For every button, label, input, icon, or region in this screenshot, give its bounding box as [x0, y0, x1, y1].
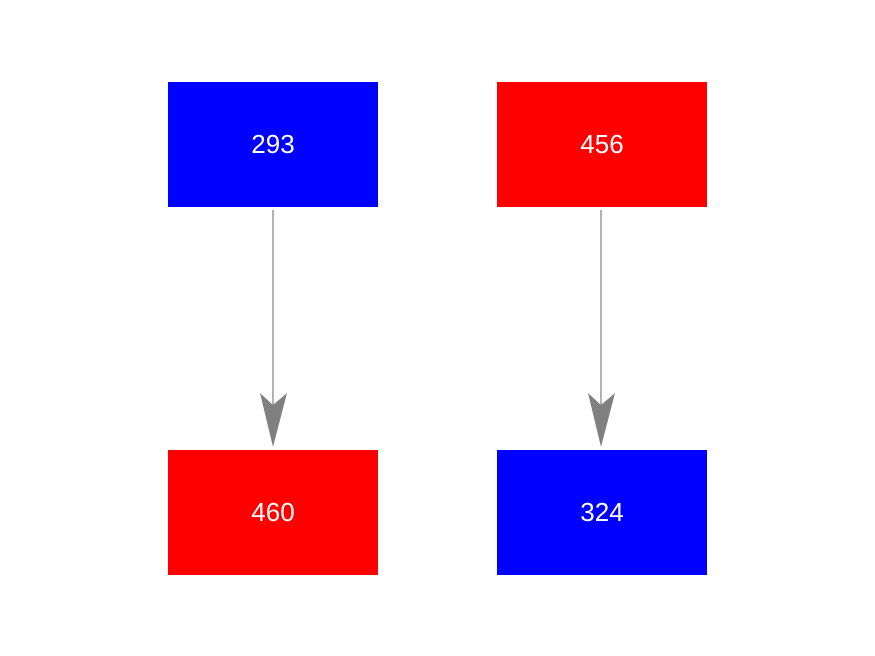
node-label: 324	[580, 497, 624, 527]
node-460: 460	[168, 450, 378, 575]
node-label: 456	[580, 129, 624, 159]
edge-293-to-460	[260, 210, 287, 447]
node-293: 293	[168, 82, 378, 207]
node-label: 460	[251, 497, 295, 527]
node-label: 293	[251, 129, 295, 159]
node-324: 324	[497, 450, 707, 575]
node-456: 456	[497, 82, 707, 207]
edge-456-to-324	[588, 210, 615, 447]
